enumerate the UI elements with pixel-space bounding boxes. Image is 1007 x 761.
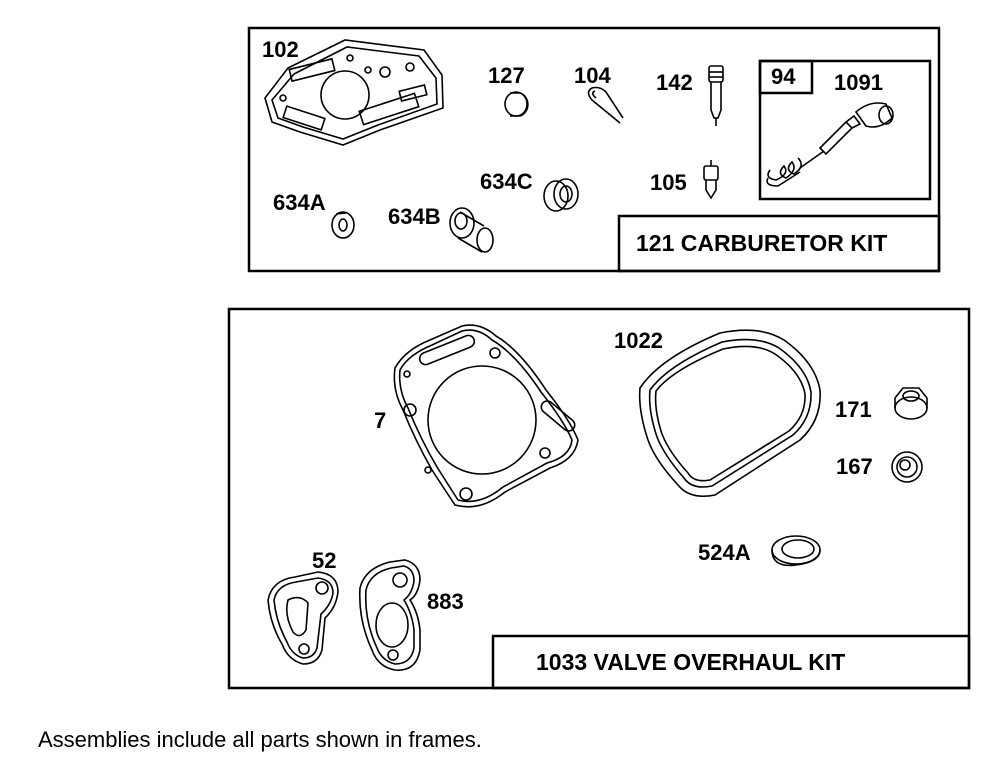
label-634A: 634A [273,190,326,215]
part-524A-seal [771,535,821,567]
part-883-gasket [358,559,421,671]
label-167: 167 [836,454,873,479]
footnote: Assemblies include all parts shown in fr… [38,727,482,752]
part-142-needle [708,65,724,126]
part-634A-washer [331,211,355,239]
label-171: 171 [835,397,872,422]
label-1022: 1022 [614,328,663,353]
label-883: 883 [427,589,464,614]
carburetor-kit-label: 121 CARBURETOR KIT [636,230,887,256]
part-634C-seal [543,178,579,212]
part-167-nut [891,451,923,483]
label-142: 142 [656,70,693,95]
label-127: 127 [488,63,525,88]
label-52: 52 [312,548,336,573]
label-104: 104 [574,63,611,88]
part-7-head-gasket [393,324,579,508]
part-102-gasket [264,39,444,146]
part-105-valve [703,160,719,200]
part-1022-cover-gasket [638,329,821,498]
part-634B-bushing [449,207,494,253]
carburetor-kit-frame: 121 CARBURETOR KIT 94 [247,26,941,273]
label-634C: 634C [480,169,533,194]
part-52-gasket [267,571,339,665]
label-524A: 524A [698,540,751,565]
part-171-nut [894,387,928,420]
valve-kit-label: 1033 VALVE OVERHAUL KIT [536,649,845,675]
valve-kit-frame: 1033 VALVE OVERHAUL KIT [227,307,971,690]
label-1091: 1091 [834,70,883,95]
part-127-plug [504,91,529,117]
label-634B: 634B [388,204,441,229]
subframe-94-label: 94 [771,64,796,89]
label-102: 102 [262,37,299,62]
part-104-clip [587,86,624,124]
part-1091-screw-assembly [766,102,894,187]
label-105: 105 [650,170,687,195]
label-7: 7 [374,408,386,433]
